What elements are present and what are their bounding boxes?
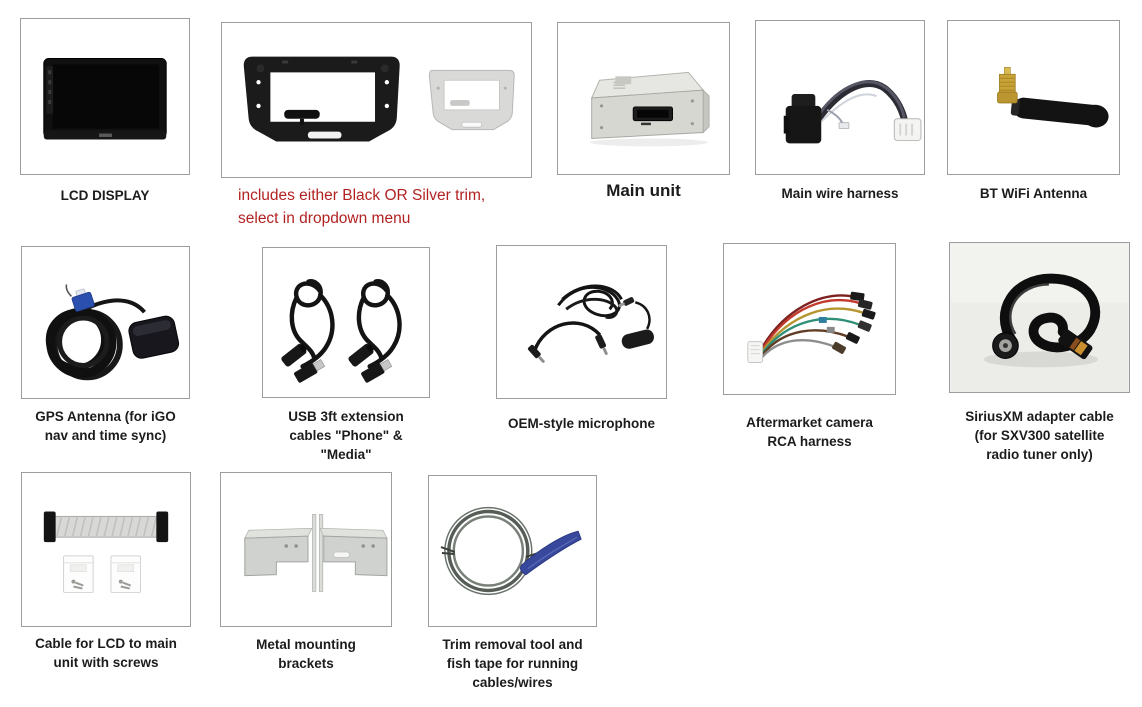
item-box-oem-microphone	[496, 245, 667, 399]
item-box-siriusxm-adapter	[949, 242, 1130, 393]
item-caption-trim-tool-fish-tape: Trim removal tool and fish tape for runn…	[442, 637, 583, 690]
item-box-camera-rca-harness	[723, 243, 896, 395]
trim-tool-fish-tape-image	[440, 506, 582, 596]
gps-antenna-image	[45, 284, 180, 381]
item-box-metal-mounting-brackets	[220, 472, 392, 627]
item-note-trim-options: includes either Black OR Silver trim, se…	[238, 187, 486, 227]
item-caption-lcd-to-main-cable: Cable for LCD to main unit with screws	[35, 636, 177, 670]
item-box-trim-options	[221, 22, 532, 178]
item-caption-metal-mounting-brackets: Metal mounting brackets	[256, 637, 356, 671]
camera-rca-harness-image	[747, 291, 876, 363]
item-box-lcd-display	[20, 18, 190, 175]
item-box-lcd-to-main-cable	[21, 472, 191, 627]
trim-panels-image	[243, 56, 515, 142]
item-caption-bt-wifi-antenna: BT WiFi Antenna	[979, 186, 1088, 201]
metal-mounting-brackets-image	[244, 514, 388, 592]
item-box-usb-extension-cables	[262, 247, 430, 398]
item-box-gps-antenna	[21, 246, 190, 399]
main-wire-harness-image	[783, 80, 922, 144]
oem-microphone-image	[527, 284, 654, 363]
item-caption-oem-microphone: OEM-style microphone	[507, 416, 656, 431]
usb-extension-cables-image	[281, 278, 402, 383]
item-box-trim-tool-fish-tape	[428, 475, 597, 627]
bt-wifi-antenna-image	[997, 67, 1109, 128]
main-unit-image	[589, 71, 710, 147]
siriusxm-adapter-image	[950, 243, 1129, 392]
item-caption-lcd-display: LCD DISPLAY	[60, 188, 150, 203]
lcd-display-image	[43, 57, 167, 140]
item-box-main-wire-harness	[755, 20, 925, 175]
item-caption-siriusxm-adapter: SiriusXM adapter cable (for SXV300 satel…	[965, 409, 1114, 462]
item-caption-main-unit: Main unit	[606, 181, 681, 200]
item-caption-usb-extension-cables: USB 3ft extension cables "Phone" & "Medi…	[288, 409, 404, 462]
item-box-bt-wifi-antenna	[947, 20, 1120, 175]
item-caption-main-wire-harness: Main wire harness	[781, 186, 899, 201]
lcd-to-main-cable-image	[43, 511, 169, 593]
item-caption-camera-rca-harness: Aftermarket camera RCA harness	[746, 415, 873, 449]
item-caption-gps-antenna: GPS Antenna (for iGO nav and time sync)	[35, 409, 176, 443]
item-box-main-unit	[557, 22, 730, 175]
